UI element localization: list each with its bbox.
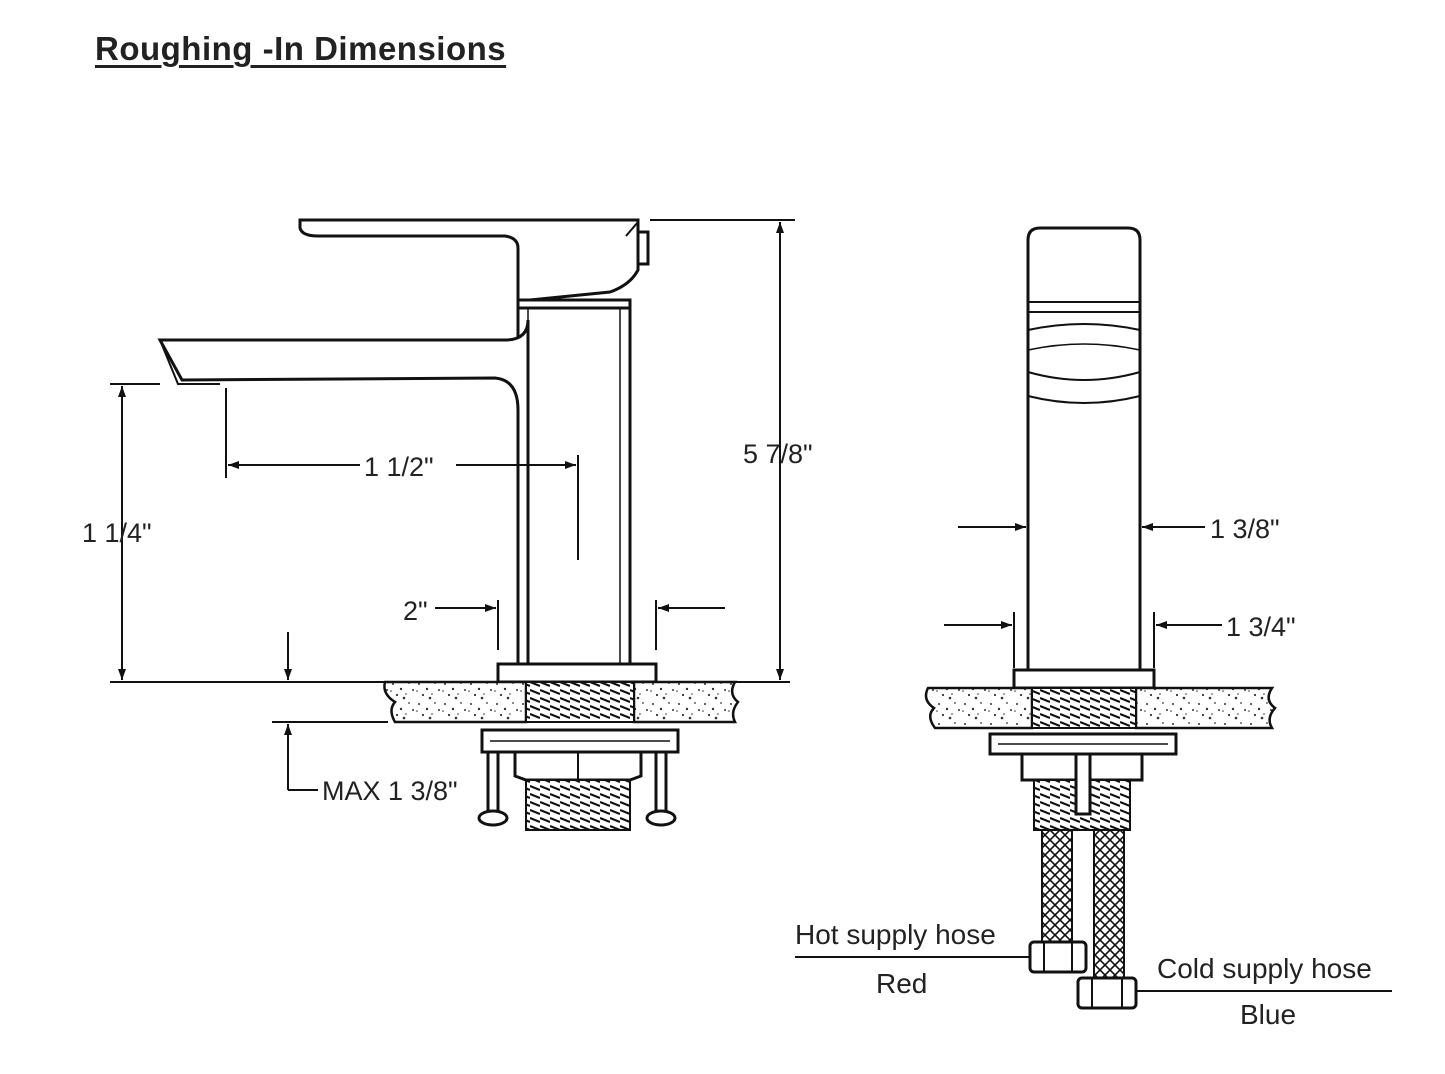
countertop-front-right bbox=[1134, 686, 1277, 730]
dim-base-width: 1 3/4" bbox=[1226, 612, 1296, 642]
dim-total-height: 5 7/8" bbox=[743, 439, 813, 469]
cold-hose-label: Cold supply hose bbox=[1157, 953, 1372, 984]
front-view: 1 3/8" 1 3/4" Hot supply hose Red Cold s… bbox=[795, 226, 1392, 1030]
cold-color-label: Blue bbox=[1240, 999, 1296, 1030]
hot-hose-label: Hot supply hose bbox=[795, 919, 996, 950]
countertop-right bbox=[632, 680, 740, 724]
dim-max-deck: MAX 1 3/8" bbox=[322, 776, 458, 806]
dim-spout-reach: 1 1/2" bbox=[364, 452, 434, 482]
faucet-body bbox=[516, 298, 632, 667]
faucet-spout bbox=[157, 319, 530, 667]
faucet-base bbox=[496, 662, 658, 684]
dim-spout-height: 1 1/4" bbox=[82, 518, 152, 548]
faucet-handle bbox=[298, 218, 640, 302]
side-view: 1 1/2" 1 1/4" 5 7/8" 2" MAX 1 3/8" bbox=[82, 218, 813, 831]
dim-base-diameter: 2" bbox=[403, 596, 428, 626]
countertop-left bbox=[383, 680, 528, 724]
cold-supply-hose bbox=[1093, 829, 1125, 979]
hot-color-label: Red bbox=[876, 968, 927, 999]
countertop-front-left bbox=[924, 686, 1034, 730]
page-title: Roughing -In Dimensions bbox=[95, 30, 507, 67]
hot-supply-hose bbox=[1041, 829, 1073, 943]
dim-body-width: 1 3/8" bbox=[1210, 514, 1280, 544]
faucet-front-body bbox=[1026, 226, 1142, 672]
